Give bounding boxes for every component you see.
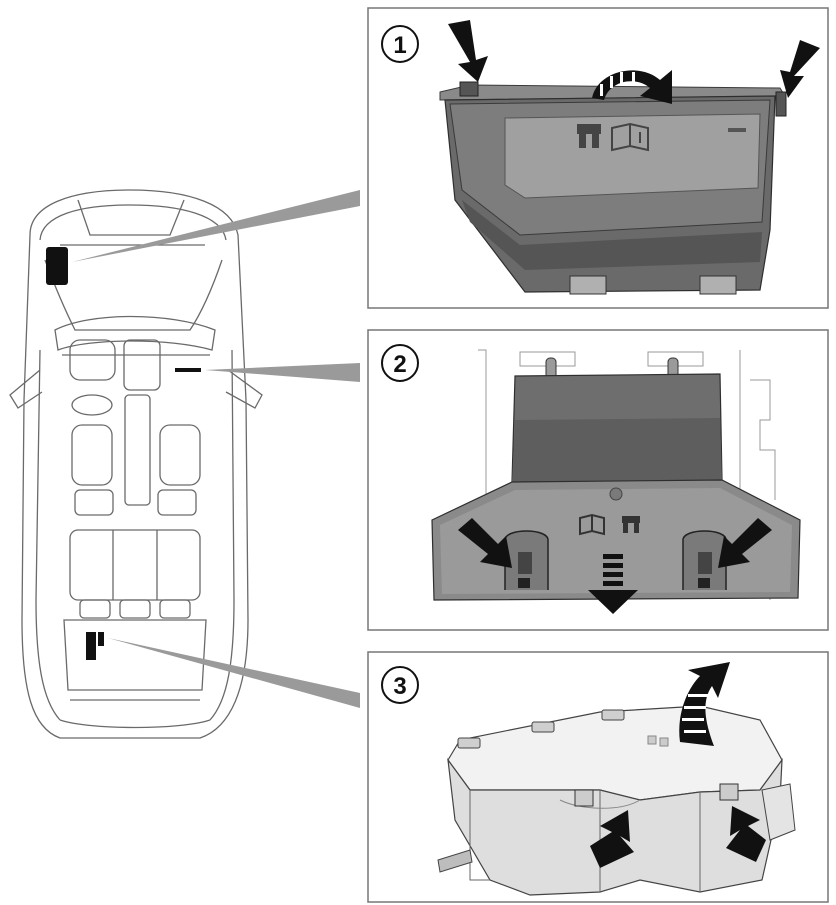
press-arrow-right (726, 806, 766, 862)
fuse-icon (577, 124, 601, 148)
slide-down-arrow (588, 554, 638, 614)
svg-text:3: 3 (393, 673, 406, 700)
svg-text:1: 1 (393, 32, 406, 59)
panel-1-fuse-box (439, 81, 787, 295)
passenger-fuse-location (175, 368, 201, 372)
panel-2-fuse-box (431, 349, 801, 601)
lift-arrow-curved (679, 662, 730, 746)
panel-3-fuse-box (437, 705, 796, 896)
press-arrow-left (590, 810, 634, 868)
press-arrow-left (458, 518, 512, 568)
engine-bay-fuse-location (46, 247, 68, 285)
lift-arrow-curved (592, 70, 672, 104)
car-outline (9, 189, 263, 739)
svg-text:2: 2 (393, 351, 406, 378)
press-arrow-right (718, 518, 772, 568)
press-arrow-left (448, 20, 488, 82)
panel-3-number: 3 (381, 666, 419, 704)
luggage-fuse-location (86, 632, 104, 660)
manual-book-icon (611, 122, 649, 152)
press-arrow-right (780, 40, 820, 98)
fuse-icon (622, 516, 640, 533)
panel-1-number: 1 (381, 25, 419, 63)
panel-2-number: 2 (381, 344, 419, 382)
manual-book-icon (579, 513, 605, 536)
leader-lines (72, 190, 360, 708)
